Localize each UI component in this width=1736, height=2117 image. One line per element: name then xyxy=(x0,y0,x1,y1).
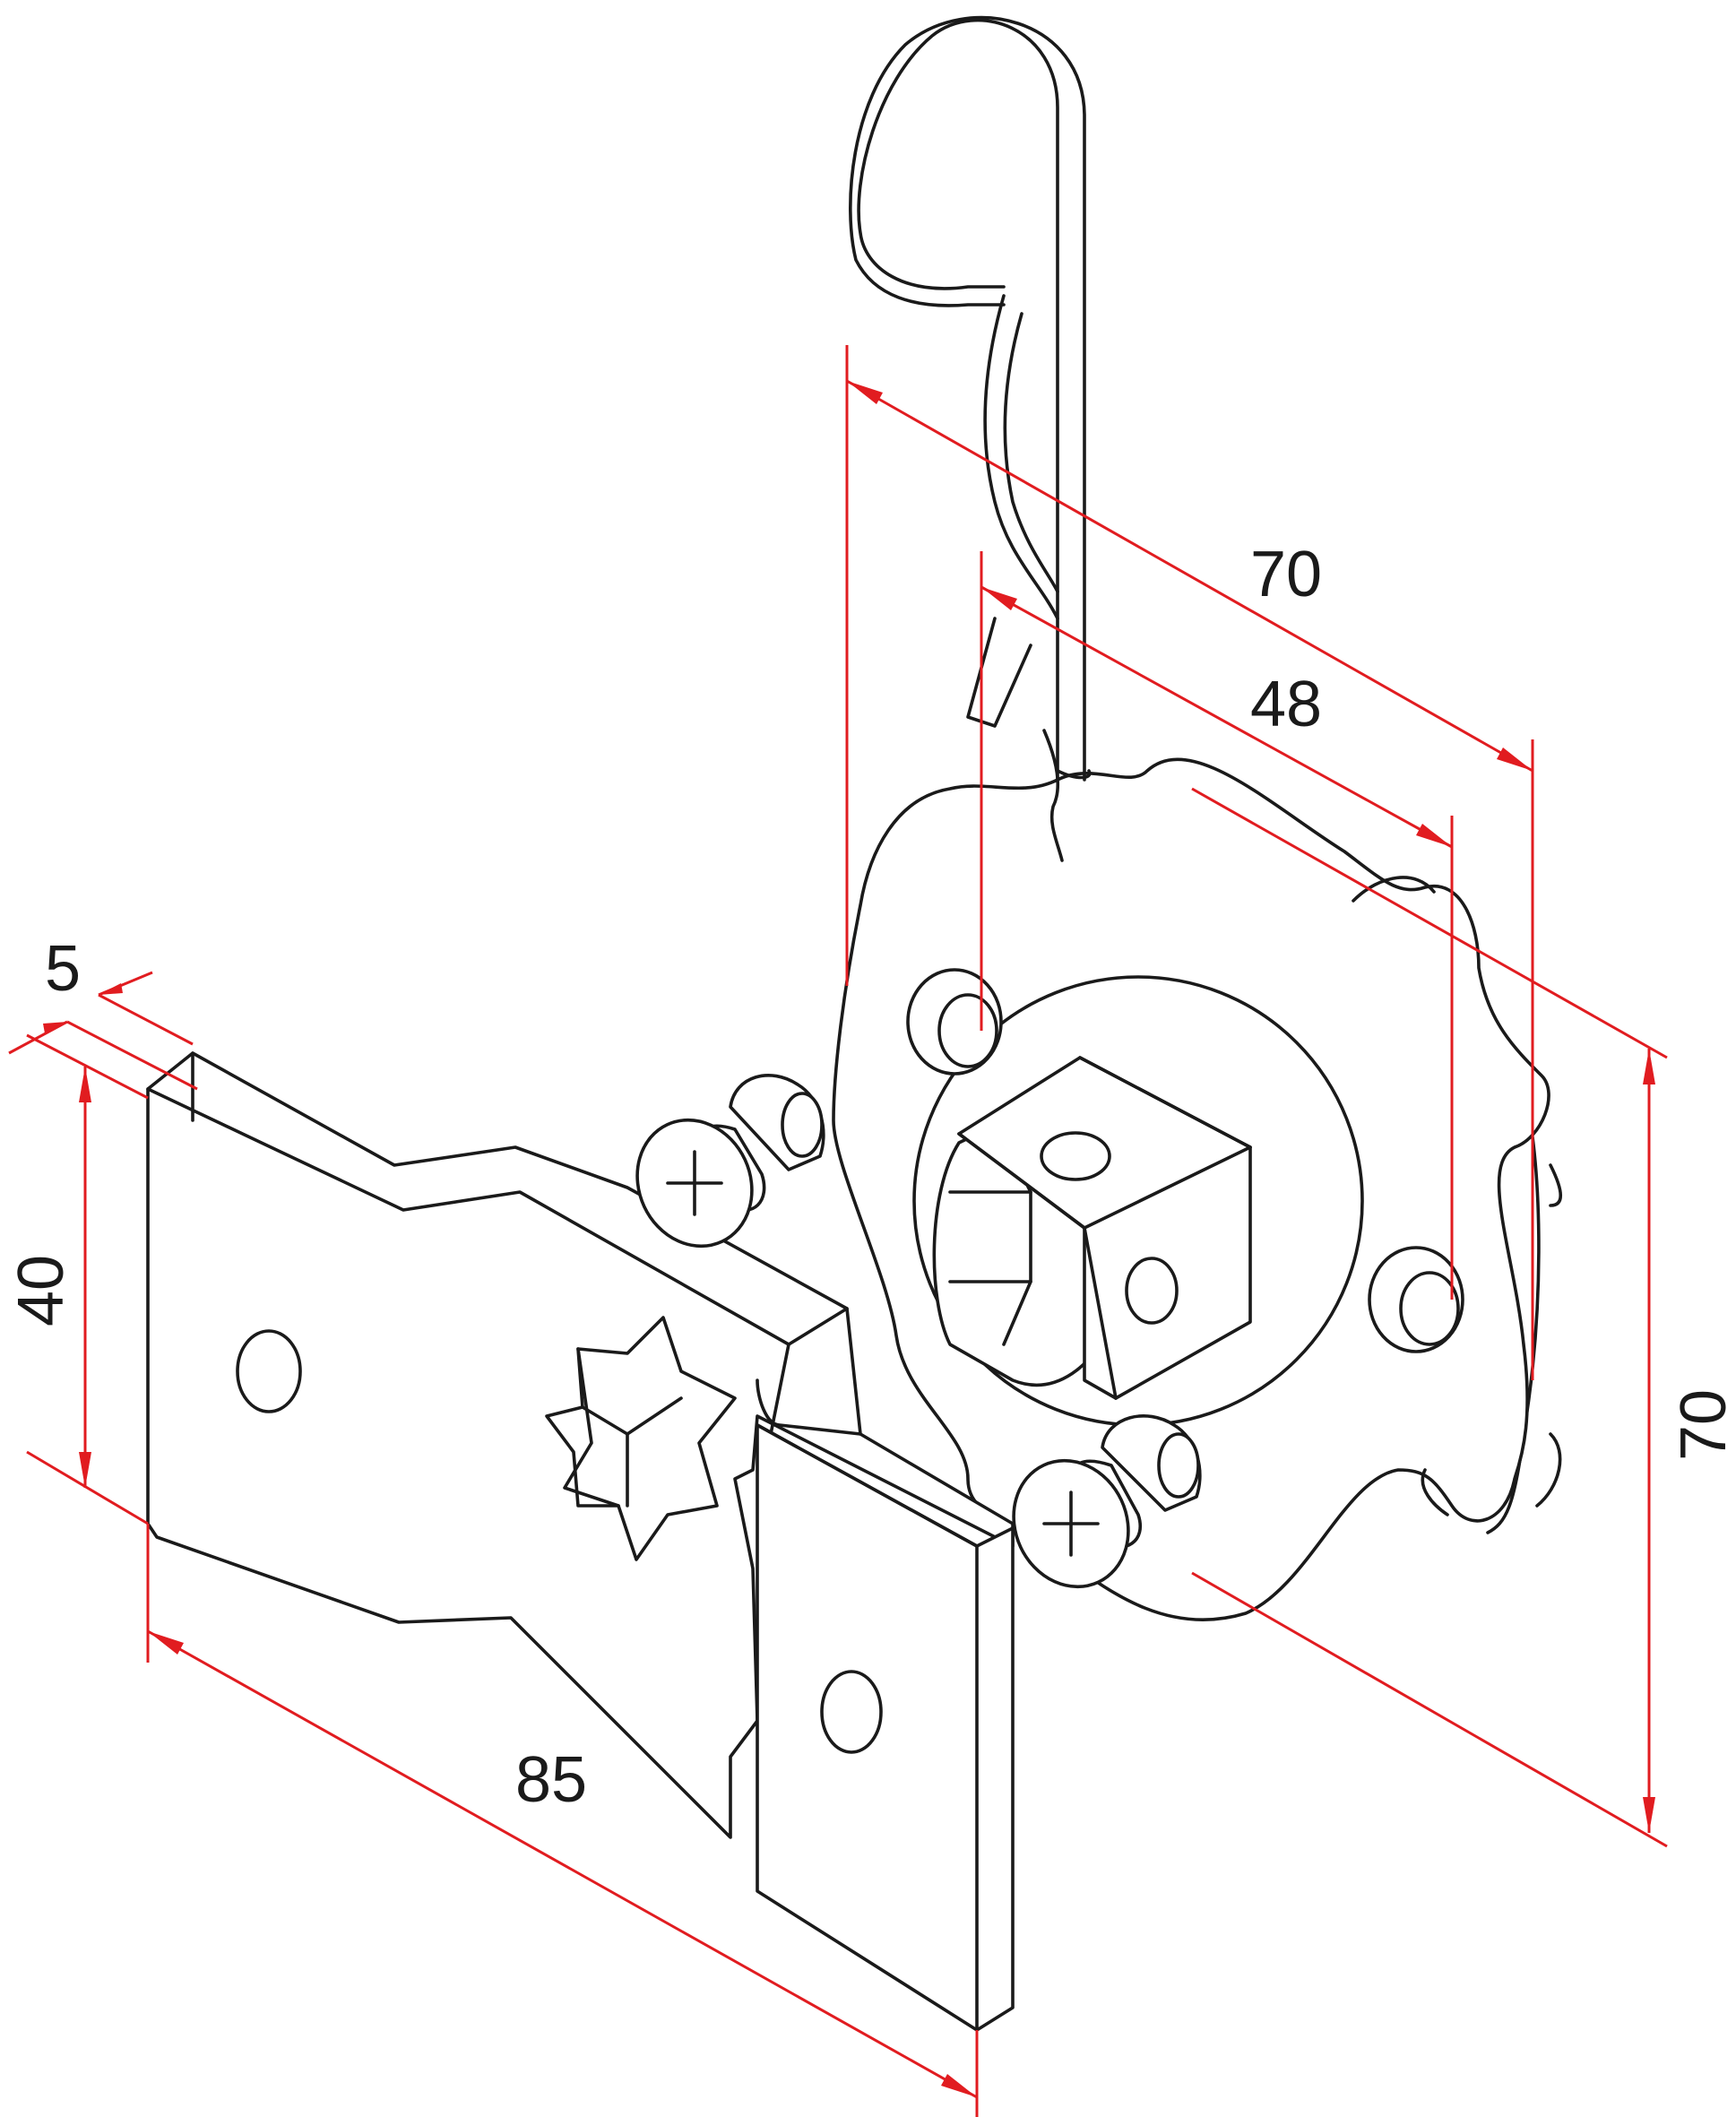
disc-hole-right xyxy=(1368,1246,1464,1353)
dim-label-hole-spacing: 48 xyxy=(1250,669,1322,740)
dim-label-plate-thickness: 5 xyxy=(45,933,81,1005)
screw-bottom xyxy=(1012,1414,1202,1589)
phillips-cross-top xyxy=(666,1150,723,1216)
square-drive-hole-side xyxy=(1125,1257,1179,1325)
square-drive-hole-top xyxy=(1040,1131,1111,1181)
l-bracket xyxy=(146,1051,1015,2032)
dim-label-disc-width: 70 xyxy=(1250,539,1322,610)
phillips-cross-bottom xyxy=(1042,1491,1100,1557)
mounting-disc xyxy=(832,757,1563,1622)
dim-label-disc-height: 70 xyxy=(1668,1389,1736,1461)
screw-top xyxy=(635,1074,825,1249)
spring-clip xyxy=(849,15,1092,862)
dim-label-plate-length: 85 xyxy=(515,1744,587,1816)
bracket-hole-2 xyxy=(820,1670,883,1754)
dimension-lines xyxy=(8,345,1668,2117)
star-cutout xyxy=(545,1316,737,1561)
hex-boss xyxy=(932,1056,1252,1400)
disc-hole-left xyxy=(906,968,1003,1076)
bracket-hole-1 xyxy=(236,1329,302,1413)
dim-label-plate-height: 40 xyxy=(5,1255,77,1326)
